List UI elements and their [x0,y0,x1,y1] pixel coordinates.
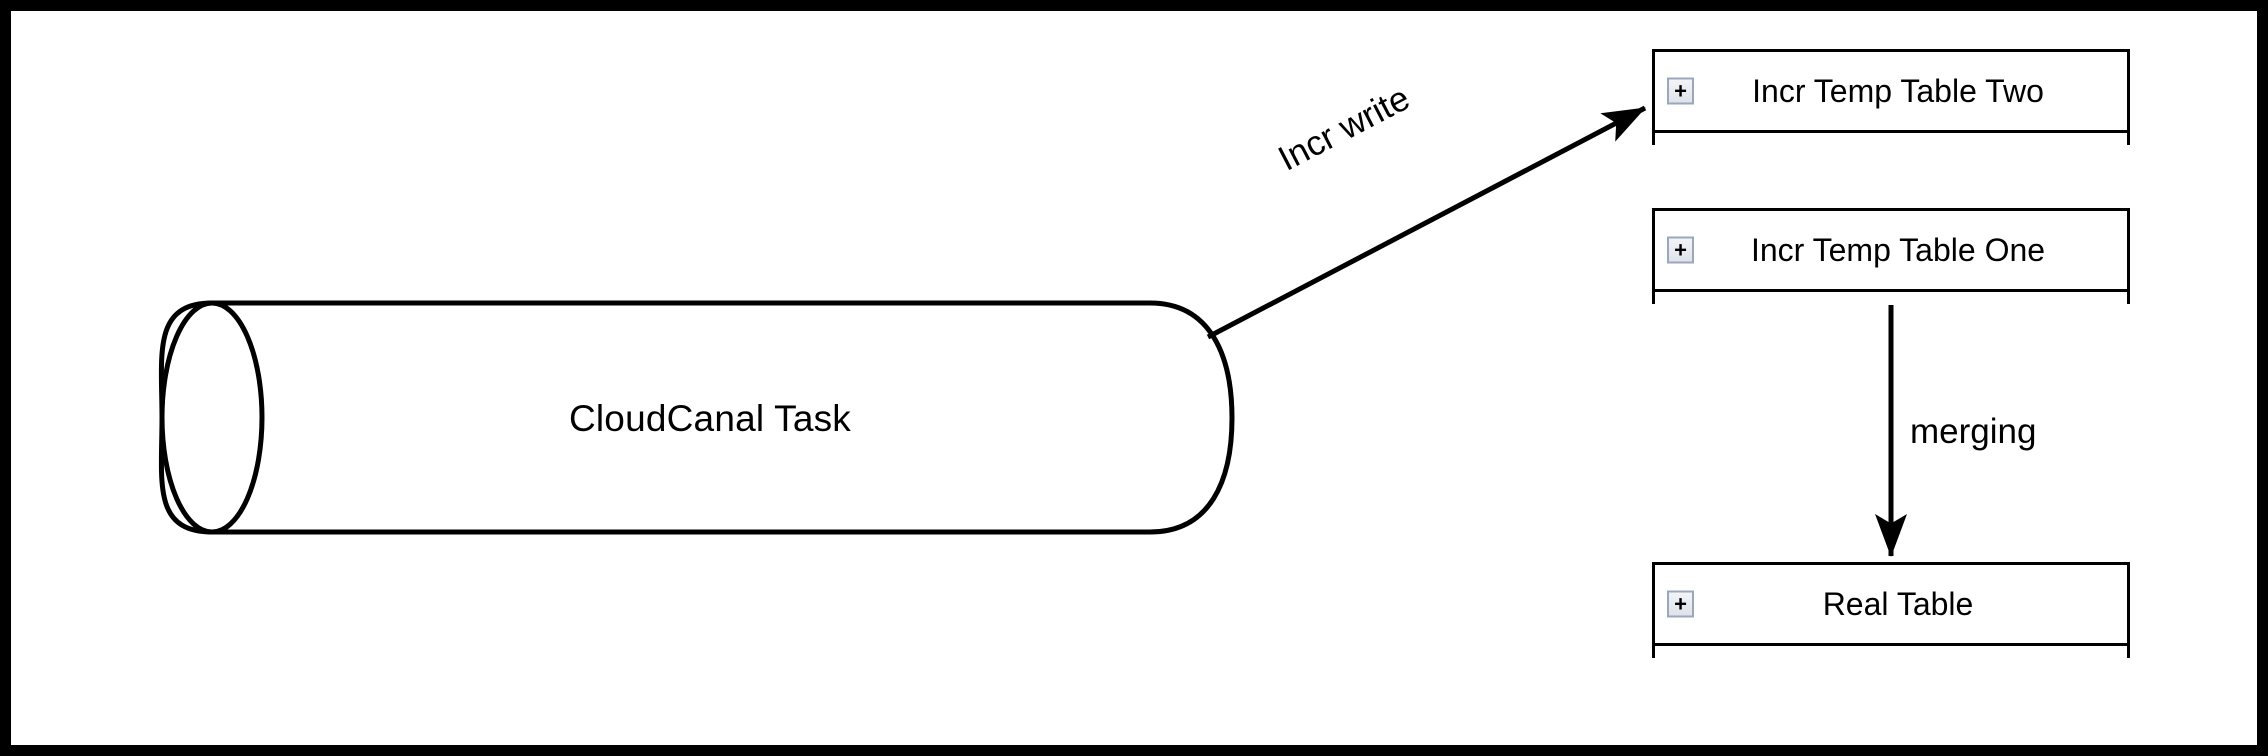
table-title: Incr Temp Table One [1750,231,2046,268]
table-title: Incr Temp Table Two [1752,72,2044,109]
edge-label-merging: merging [1910,412,2037,451]
table-rows-strip [1655,646,2127,658]
plus-icon[interactable]: + [1667,590,1694,618]
table-header-row: + Incr Temp Table Two [1655,52,2127,133]
table-node-real-table[interactable]: + Real Table [1652,562,2130,658]
plus-icon[interactable]: + [1667,236,1694,264]
table-rows-strip [1655,133,2127,145]
table-header-row: + Incr Temp Table One [1655,211,2127,292]
cloudcanal-task-label: CloudCanal Task [568,398,852,439]
table-title: Real Table [1822,585,1974,622]
table-node-incr-temp-table-two[interactable]: + Incr Temp Table Two [1652,49,2130,145]
table-node-incr-temp-table-one[interactable]: + Incr Temp Table One [1652,208,2130,304]
table-header-row: + Real Table [1655,565,2127,646]
table-rows-strip [1655,292,2127,304]
plus-icon[interactable]: + [1667,77,1694,105]
